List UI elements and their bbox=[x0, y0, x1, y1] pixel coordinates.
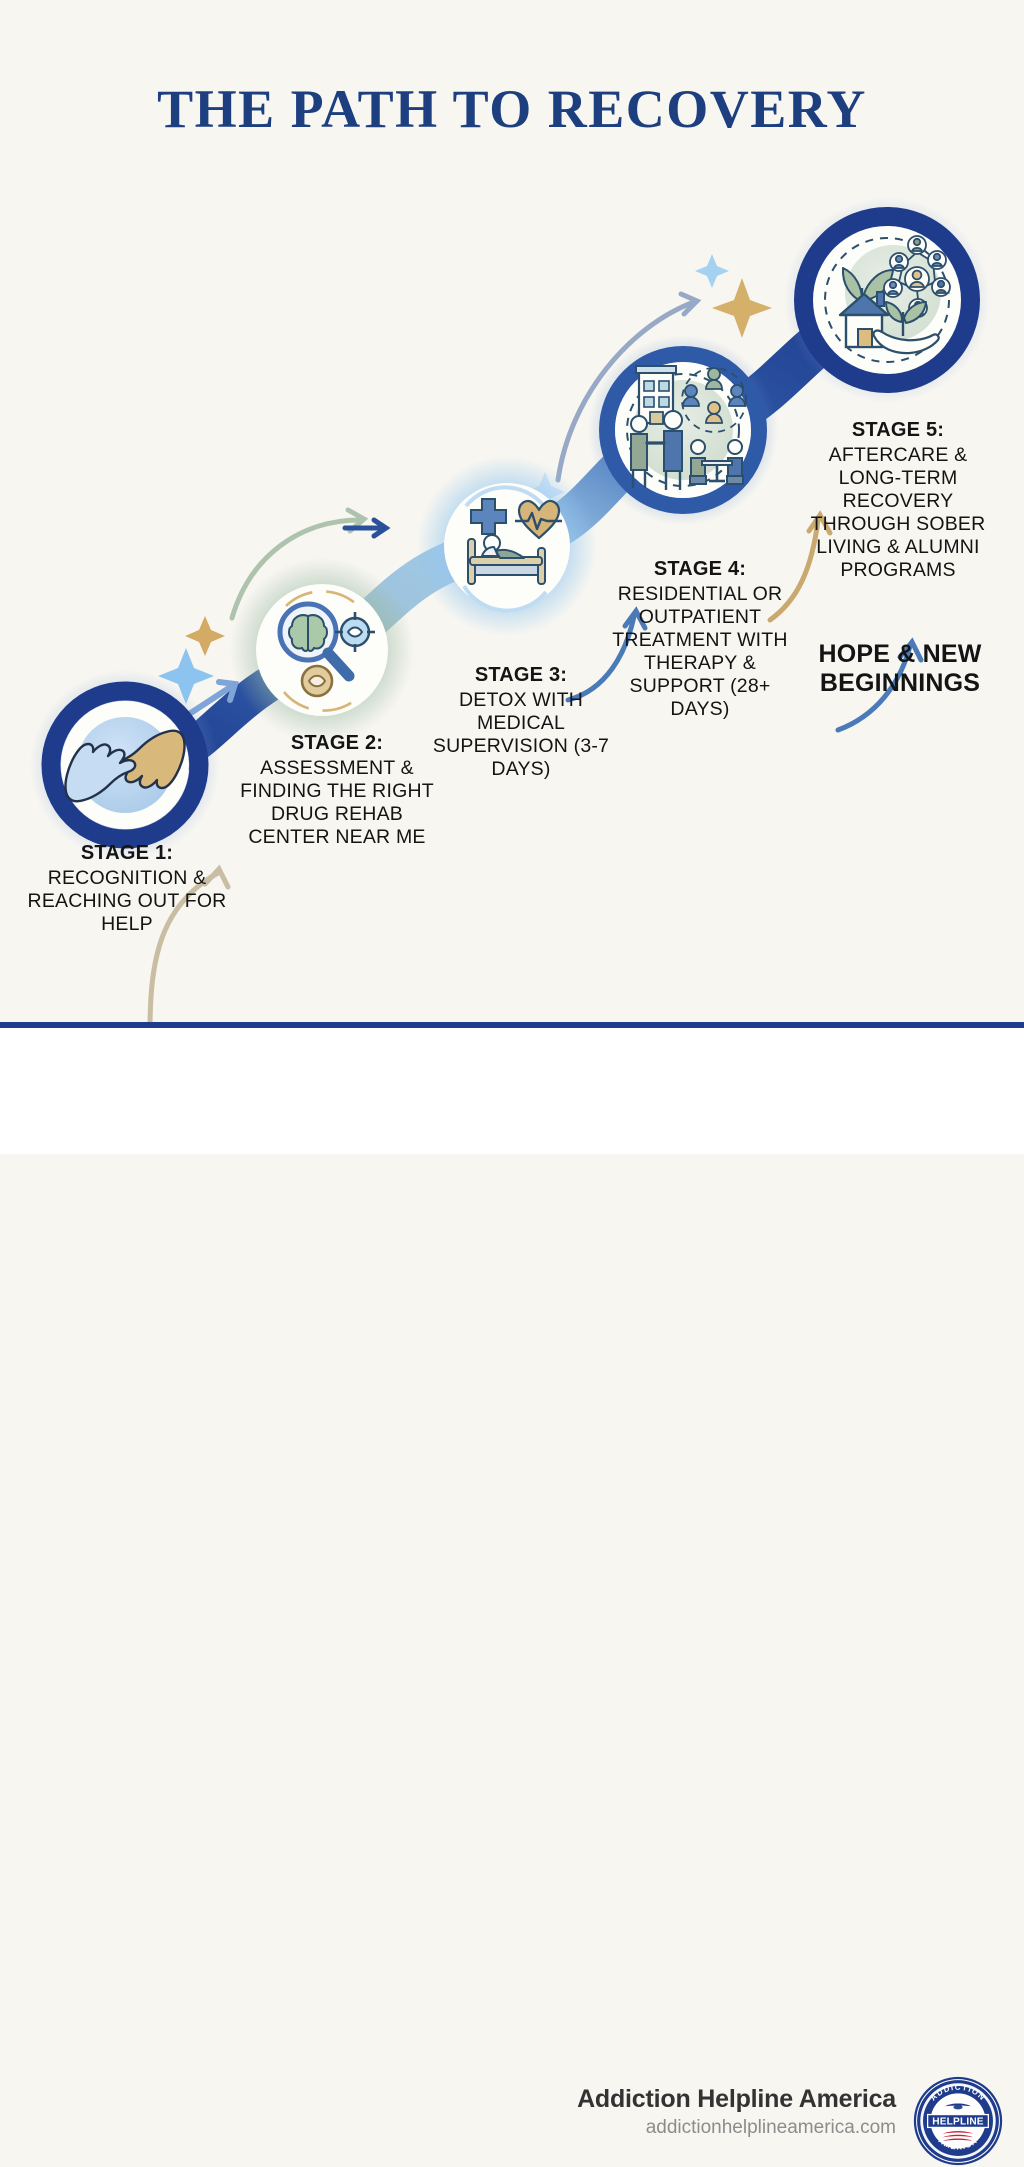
stage-1-description: RECOGNITION & REACHING OUT FOR HELP bbox=[27, 866, 227, 935]
stage-4-caption: STAGE 4: RESIDENTIAL OR OUTPATIENT TREAT… bbox=[604, 558, 796, 721]
stage-2-label: STAGE 2: bbox=[290, 732, 384, 754]
brand-name: Addiction Helpline America bbox=[577, 2085, 896, 2113]
stage-4-node[interactable] bbox=[588, 335, 778, 525]
recovery-path-illustration bbox=[30, 197, 990, 1022]
stage-5-node[interactable] bbox=[784, 197, 990, 403]
footer-branding: Addiction Helpline America addictionhelp… bbox=[577, 2085, 896, 2139]
page-title: THE PATH TO RECOVERY bbox=[157, 79, 867, 139]
stage-5-description: AFTERCARE & LONG-TERM RECOVERY THROUGH S… bbox=[810, 443, 986, 581]
footer-divider bbox=[0, 1022, 1024, 1028]
hospital-bed-cross-heart-icon bbox=[462, 485, 562, 613]
stage-2-node[interactable] bbox=[230, 558, 414, 742]
stage-5-caption: STAGE 5: AFTERCARE & LONG-TERM RECOVERY … bbox=[800, 419, 996, 582]
stage-2-description: ASSESSMENT & FINDING THE RIGHT DRUG REHA… bbox=[240, 756, 434, 848]
addiction-helpline-america-logo[interactable]: HELPLINE ADDICTION AMERICA bbox=[912, 2075, 1004, 2167]
logo-center-text: HELPLINE bbox=[932, 2116, 984, 2127]
stage-3-node[interactable] bbox=[417, 456, 597, 636]
closing-line-1: HOPE & NEW bbox=[818, 640, 982, 668]
brand-website[interactable]: addictionhelplineamerica.com bbox=[645, 2117, 896, 2138]
stage-1-caption: STAGE 1: RECOGNITION & REACHING OUT FOR … bbox=[18, 842, 236, 936]
stage-4-description: RESIDENTIAL OR OUTPATIENT TREATMENT WITH… bbox=[612, 582, 788, 720]
stage-3-label: STAGE 3: bbox=[474, 664, 568, 686]
stage-3-description: DETOX WITH MEDICAL SUPERVISION (3-7 DAYS… bbox=[432, 688, 610, 780]
progress-arrows bbox=[147, 291, 924, 1022]
magnifier-brain-compass-icon bbox=[277, 590, 375, 712]
stage-3-caption: STAGE 3: DETOX WITH MEDICAL SUPERVISION … bbox=[428, 664, 614, 781]
stage-4-label: STAGE 4: bbox=[653, 558, 747, 580]
closing-message: HOPE & NEW BEGINNINGS bbox=[795, 640, 1005, 698]
home-plant-community-network-icon bbox=[824, 235, 951, 363]
stage-1-label: STAGE 1: bbox=[80, 842, 174, 864]
two-hands-reaching-icon bbox=[64, 729, 186, 803]
stage-1-node[interactable] bbox=[30, 670, 220, 860]
stage-2-caption: STAGE 2: ASSESSMENT & FINDING THE RIGHT … bbox=[238, 732, 436, 849]
stage-5-label: STAGE 5: bbox=[851, 419, 945, 441]
clinic-group-therapy-icon bbox=[626, 365, 747, 490]
footer: Addiction Helpline America addictionhelp… bbox=[0, 1028, 1024, 2166]
closing-line-2: BEGINNINGS bbox=[819, 669, 981, 697]
